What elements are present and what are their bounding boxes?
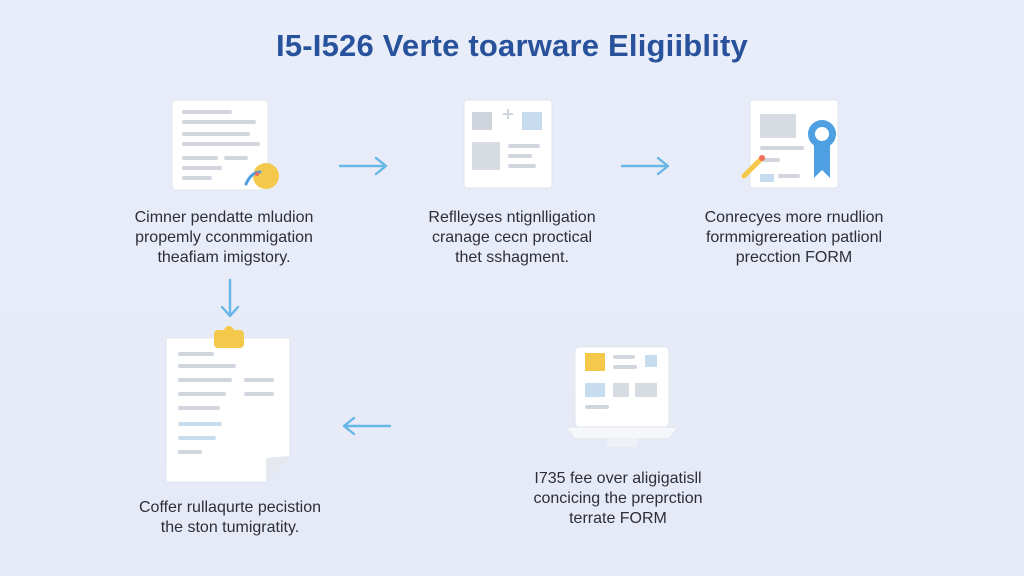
step-1-caption-line-2: propemly cconmmigation: [135, 229, 313, 246]
step-3-caption-line-1: Conrecyes more rnudlion: [704, 209, 884, 226]
step-2-caption-line-1: Reflleyses ntignlligation: [428, 209, 596, 226]
step-5-caption: Coffer rullaqurte pecistion the ston tum…: [100, 498, 360, 538]
step-2-caption: Reflleyses ntignlligation cranage cecn p…: [384, 208, 640, 268]
step-1-caption-line-3: theafiam imigstory.: [157, 249, 291, 266]
step-3-caption: Conrecyes more rnudlion formmigrereation…: [666, 208, 922, 268]
monitor-form-icon: [563, 345, 681, 449]
step-4-caption-line-3: terrate FORM: [569, 510, 667, 527]
arrow-right-1-icon: [338, 154, 390, 178]
step-5-caption-line-1: Coffer rullaqurte pecistion: [138, 499, 322, 516]
form-layout-icon: [462, 98, 554, 190]
arrow-right-2-icon: [620, 154, 672, 178]
step-2-caption-line-2: cranage cecn proctical: [431, 229, 593, 246]
step-4-caption: I735 fee over aligigatisll concicing the…: [490, 469, 746, 529]
arrow-left-icon: [340, 414, 392, 438]
step-5-caption-line-2: the ston tumigratity.: [160, 519, 300, 536]
award-certificate-icon: [740, 98, 842, 192]
document-with-badge-icon: [168, 98, 286, 194]
step-3-caption-line-2: formmigrereation patlionl: [705, 229, 883, 246]
step-4-caption-line-2: concicing the preprction: [533, 490, 703, 507]
step-4-caption-line-1: I735 fee over aligigatisll: [534, 470, 702, 487]
step-1-caption: Cimner pendatte mludion propemly cconmmi…: [96, 208, 352, 268]
clipboard-document-icon: [164, 326, 292, 484]
step-3-caption-line-3: precction FORM: [735, 249, 853, 266]
step-1-caption-line-1: Cimner pendatte mludion: [134, 209, 314, 226]
diagram-title: I5-I526 Verte toarware Eligiiblity: [276, 28, 748, 63]
step-2-caption-line-3: thet sshagment.: [455, 249, 569, 266]
arrow-down-icon: [218, 278, 242, 320]
